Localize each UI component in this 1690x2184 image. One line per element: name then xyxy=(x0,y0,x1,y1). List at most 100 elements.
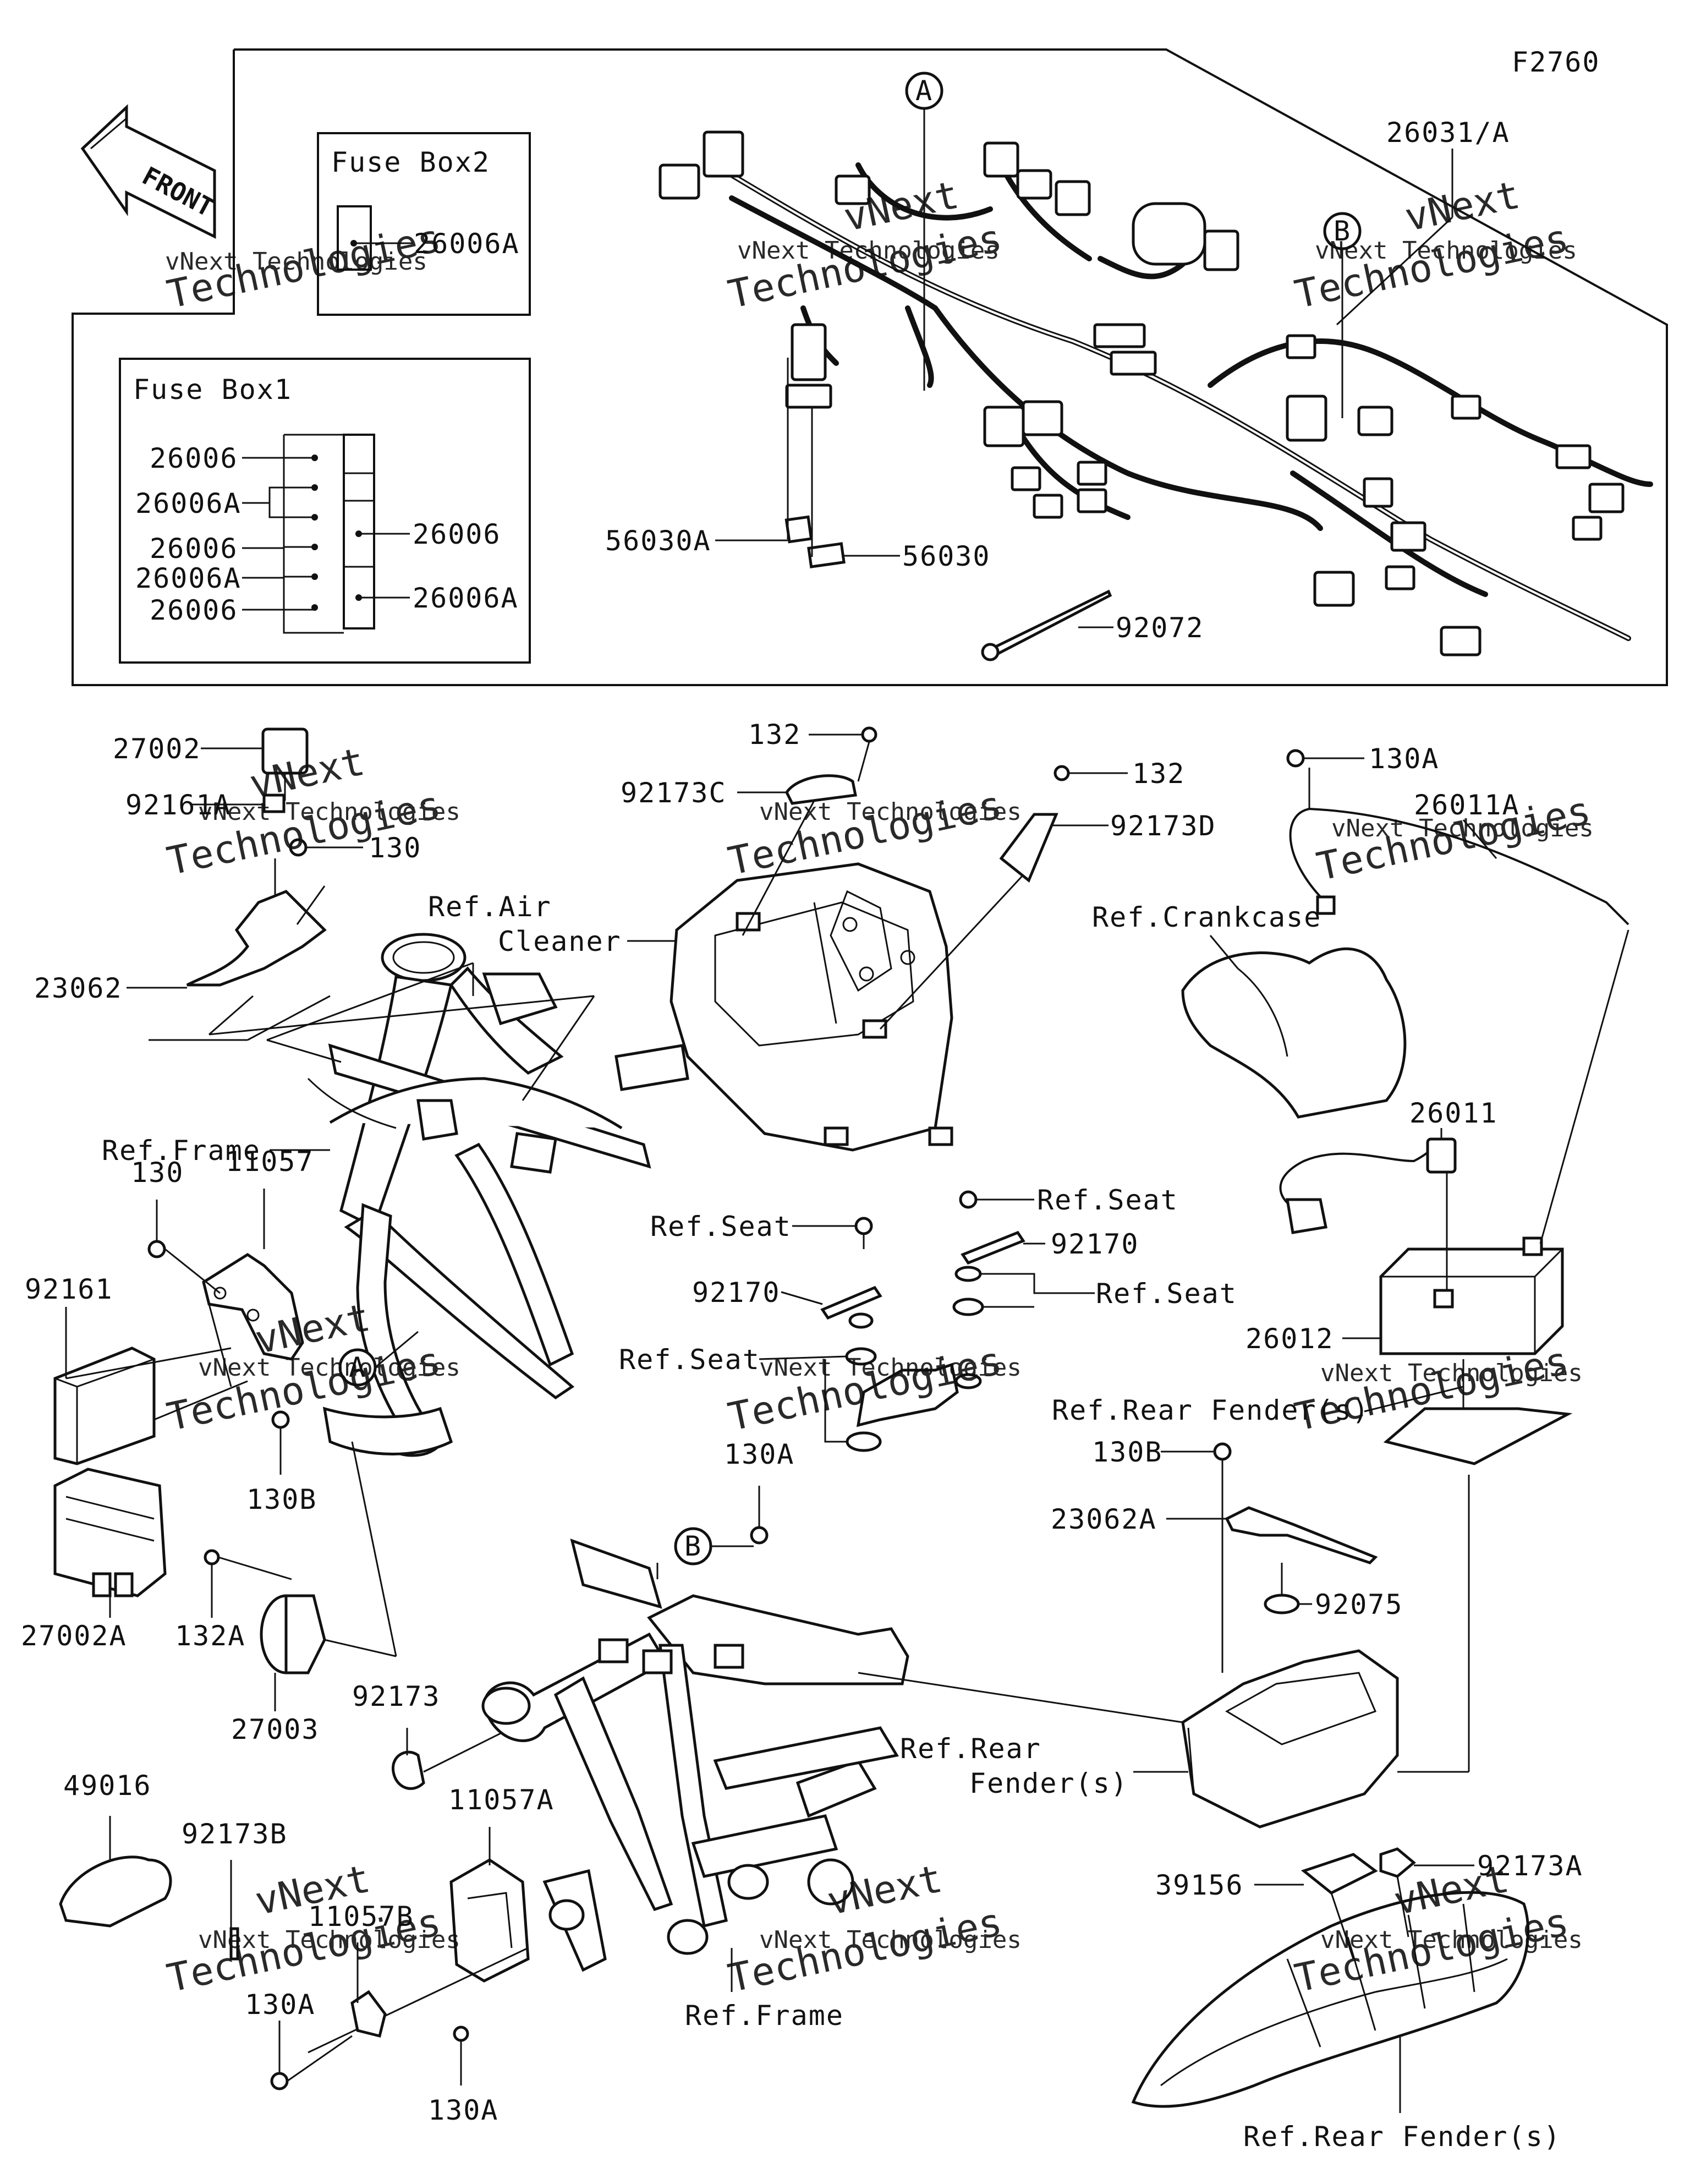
part-92173A: 92173A xyxy=(1477,1850,1583,1882)
part-92173B: 92173B xyxy=(182,1818,288,1850)
callout-a-mid: A xyxy=(338,1331,419,1387)
bolt-ref-seat-2: Ref.Seat xyxy=(959,1184,1178,1216)
part-130A-top: 130A xyxy=(1369,743,1439,775)
part-92161A: 92161A xyxy=(125,789,232,821)
svg-text:vNext Technologies: vNext Technologies xyxy=(759,798,1022,826)
bracket-11057: 11057 xyxy=(202,1146,314,1361)
front-arrow: FRONT xyxy=(80,104,218,239)
cable-26011A: 26011A xyxy=(1289,768,1629,926)
fuse-box1-label-4: 26006A xyxy=(135,562,242,594)
rear-fender xyxy=(1131,1891,1530,2108)
part-26011A: 26011A xyxy=(1414,789,1520,821)
cover-49016: 49016 xyxy=(59,1770,172,1928)
ref-seat-4: Ref.Seat xyxy=(619,1344,760,1376)
ref-rear-fender-mid-line2: Fender(s) xyxy=(969,1767,1128,1799)
part-92161: 92161 xyxy=(25,1273,113,1305)
part-130A-mid: 130A xyxy=(724,1438,794,1470)
grommet-92075: 92075 xyxy=(1264,1563,1402,1621)
svg-text:vNext Technologies: vNext Technologies xyxy=(198,798,460,826)
strap-92170-b: 92170 xyxy=(961,1228,1139,1265)
ref-rear-fender-top: Ref.Rear Fender(s) xyxy=(1052,1394,1370,1426)
ref-seat-3: Ref.Seat xyxy=(1096,1278,1237,1310)
bolt-132A: 132A xyxy=(175,1549,292,1652)
part-130A-bottom-mid: 130A xyxy=(428,2094,498,2126)
fuse-box1-label-2: 26006A xyxy=(135,488,242,519)
part-130B-left: 130B xyxy=(246,1484,317,1515)
ref-crankcase: Ref.Crankcase xyxy=(1092,901,1321,933)
part-92173C: 92173C xyxy=(621,777,727,809)
ref-seat-2: Ref.Seat xyxy=(1037,1184,1178,1216)
part-26012: 26012 xyxy=(1245,1323,1334,1355)
clamp-92173: 92173 xyxy=(352,1681,512,1790)
svg-text:vNext Technologies: vNext Technologies xyxy=(1331,814,1594,842)
part-11057A: 11057A xyxy=(448,1784,555,1816)
part-92170-b: 92170 xyxy=(1051,1228,1139,1260)
bolt-130A-top: 130A xyxy=(1286,743,1439,775)
part-39156-block: 39156 xyxy=(1155,1853,1378,1901)
bolt-130B-left: 130B xyxy=(246,1410,317,1515)
regulator-27002A: 27002A xyxy=(21,1468,167,1652)
bolt-130-mid: 130 xyxy=(131,1157,184,1258)
part-27002: 27002 xyxy=(113,733,201,765)
battery-pad xyxy=(1383,1407,1573,1465)
svg-text:vNext Technologies: vNext Technologies xyxy=(1320,1926,1583,1954)
part-23062: 23062 xyxy=(34,972,123,1004)
clamp-92173D: 92173D xyxy=(879,810,1216,1030)
bracket-11057A: 11057A xyxy=(448,1784,555,1983)
svg-text:vNext Technologies: vNext Technologies xyxy=(198,1926,460,1954)
svg-text:vNext Technologies: vNext Technologies xyxy=(737,237,1000,265)
fuse-box2-part-label: 26006A xyxy=(414,228,520,260)
part-27003: 27003 xyxy=(231,1714,320,1745)
part-92173: 92173 xyxy=(352,1681,441,1712)
harness-panel-border xyxy=(72,48,1668,686)
part-132-a: 132 xyxy=(748,719,801,751)
callout-b-top: B xyxy=(1323,212,1362,250)
part-11057: 11057 xyxy=(226,1146,314,1178)
part-130B-right: 130B xyxy=(1092,1436,1162,1468)
ref-seat-1: Ref.Seat xyxy=(650,1211,792,1242)
part-56030A: 56030A xyxy=(605,525,711,557)
battery-26012: 26012 xyxy=(1245,929,1629,1355)
part-130-mid: 130 xyxy=(131,1157,184,1189)
callout-a-top: A xyxy=(905,72,943,110)
part-49016: 49016 xyxy=(63,1770,152,1802)
bracket-23062A: 23062A xyxy=(1051,1503,1378,1564)
fuse-box1-title: Fuse Box1 xyxy=(133,374,292,406)
bracket-23062: 23062 xyxy=(34,890,327,1004)
bolt-ref-seat-1: Ref.Seat xyxy=(650,1211,873,1249)
clip-92173B: 92173B xyxy=(182,1818,288,1961)
battery-case xyxy=(1181,1649,1399,1829)
ref-frame-bottom: Ref.Frame xyxy=(685,2000,844,2032)
relay-27002: 27002 xyxy=(113,727,309,801)
upper-frame xyxy=(307,933,689,1457)
fuse-box1-label-3: 26006 xyxy=(150,533,238,565)
ref-rear-fender-mid-line1: Ref.Rear xyxy=(900,1733,1041,1765)
bolt-130A-bottom-left: 130A xyxy=(245,1989,353,2090)
part-92072: 92072 xyxy=(1116,612,1204,644)
part-26031A: 26031/A xyxy=(1386,117,1510,149)
svg-text:vNext Technologies: vNext Technologies xyxy=(759,1354,1022,1382)
part-132-b: 132 xyxy=(1132,758,1185,790)
air-cleaner xyxy=(670,862,953,1152)
bolt-130A-bottom-mid: 130A xyxy=(428,2026,498,2126)
bolt-130A-mid: 130A xyxy=(724,1438,794,1545)
fuse-box1-label-1: 26006 xyxy=(150,442,238,474)
part-26011: 26011 xyxy=(1409,1097,1498,1129)
svg-text:A: A xyxy=(915,75,933,107)
bolt-132-b: 132 xyxy=(1053,758,1185,790)
bolt-130-top: 130 xyxy=(289,832,420,864)
clamp-92173C: 92173C xyxy=(621,741,870,936)
fuse-box1-label-5: 26006 xyxy=(150,594,238,626)
main-wiring-harness xyxy=(659,130,1653,661)
figure-id: F2760 xyxy=(1512,46,1600,78)
bracket-11057B: 11057B xyxy=(308,1901,413,2038)
crankcase: Ref.Crankcase xyxy=(1092,901,1407,1119)
horn-27003: 27003 xyxy=(231,1594,397,1745)
svg-text:vNext Technologies: vNext Technologies xyxy=(759,1926,1022,1954)
part-92173D: 92173D xyxy=(1110,810,1216,842)
ecu-92161: 92161 xyxy=(25,1273,248,1465)
svg-text:vNext Technologies: vNext Technologies xyxy=(198,1354,460,1382)
part-23062A: 23062A xyxy=(1051,1503,1157,1535)
svg-text:vNext Technologies: vNext Technologies xyxy=(1320,1359,1583,1387)
